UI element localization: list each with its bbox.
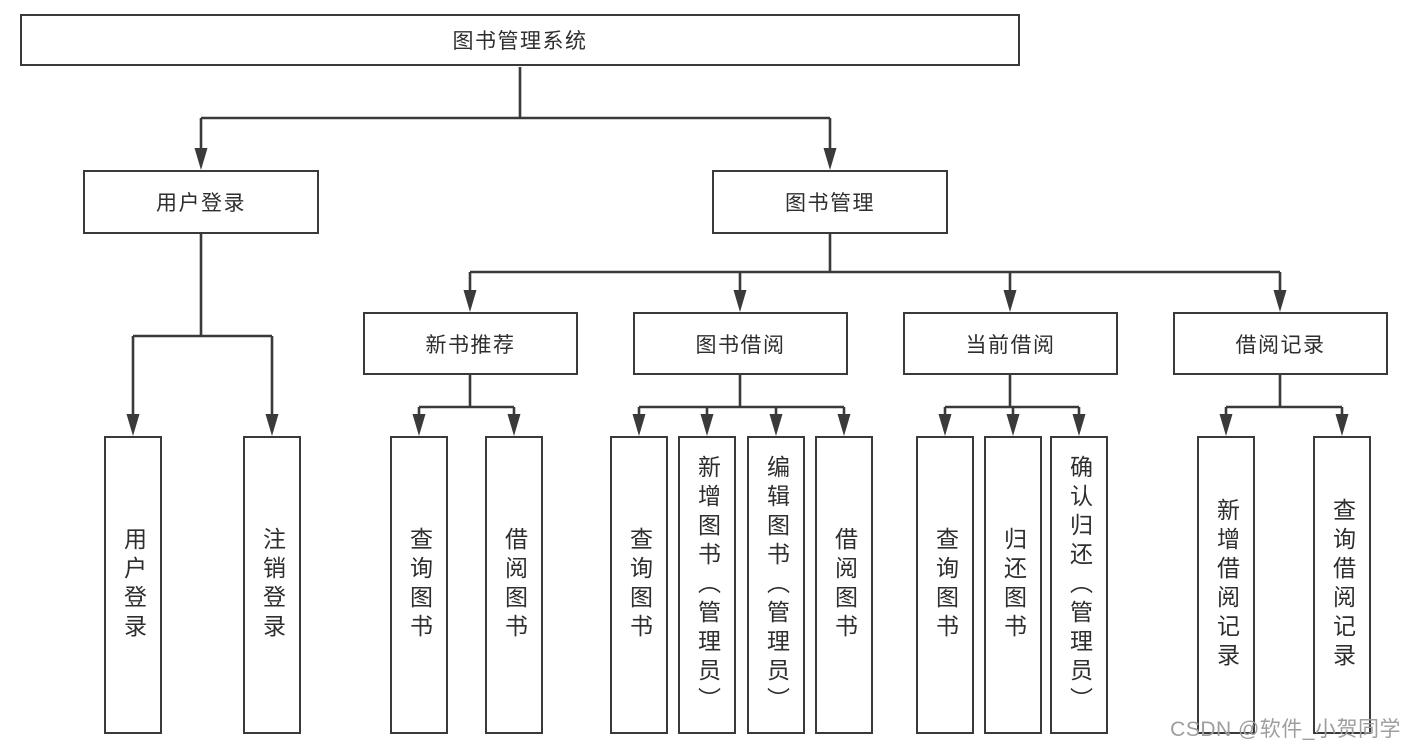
node-book-management: 图书管理 [712, 170, 948, 234]
node-label: 当前借阅 [965, 333, 1056, 357]
leaf-logout: 注销登录 [243, 436, 301, 734]
watermark: CSDN @软件_小贺同学 [1170, 718, 1401, 741]
leaf-borrow-books: 借阅图书 [815, 436, 873, 734]
node-label: 图书管理系统 [452, 30, 588, 53]
node-label: 查询图书 [406, 527, 433, 643]
node-label: 借阅图书 [831, 527, 858, 643]
leaf-query-borrow-record: 查询借阅记录 [1313, 436, 1371, 734]
node-label: 用户登录 [120, 527, 147, 643]
node-label: 借阅图书 [501, 527, 528, 643]
leaf-query-books-borrow: 查询图书 [610, 436, 668, 734]
node-label: 查询借阅记录 [1329, 498, 1356, 672]
leaf-query-books-current: 查询图书 [916, 436, 974, 734]
node-label: 注销登录 [259, 527, 286, 643]
node-label: 归还图书 [1000, 527, 1027, 643]
leaf-add-borrow-record: 新增借阅记录 [1197, 436, 1255, 734]
node-library-management-system: 图书管理系统 [20, 14, 1020, 66]
leaf-query-books-recommend: 查询图书 [390, 436, 448, 734]
leaf-confirm-return-admin: 确认归还（管理员） [1050, 436, 1108, 734]
leaf-return-books: 归还图书 [984, 436, 1042, 734]
node-label: 确认归还（管理员） [1066, 454, 1093, 716]
node-label: 用户登录 [156, 192, 246, 215]
node-label: 借阅记录 [1235, 333, 1326, 357]
leaf-user-login: 用户登录 [104, 436, 162, 734]
leaf-borrow-books-recommend: 借阅图书 [485, 436, 543, 734]
node-book-borrowing: 图书借阅 [633, 312, 848, 375]
leaf-add-books-admin: 新增图书（管理员） [678, 436, 736, 734]
node-label: 图书借阅 [695, 333, 786, 357]
node-current-borrowing: 当前借阅 [903, 312, 1118, 375]
node-label: 查询图书 [626, 527, 653, 643]
node-label: 新增借阅记录 [1213, 498, 1240, 672]
leaf-edit-books-admin: 编辑图书（管理员） [747, 436, 805, 734]
node-user-login: 用户登录 [83, 170, 319, 234]
node-borrowing-records: 借阅记录 [1173, 312, 1388, 375]
node-label: 查询图书 [932, 527, 959, 643]
node-label: 新书推荐 [425, 333, 516, 357]
node-new-book-recommendation: 新书推荐 [363, 312, 578, 375]
node-label: 图书管理 [785, 192, 875, 215]
node-label: 新增图书（管理员） [694, 454, 721, 716]
node-label: 编辑图书（管理员） [763, 454, 790, 716]
